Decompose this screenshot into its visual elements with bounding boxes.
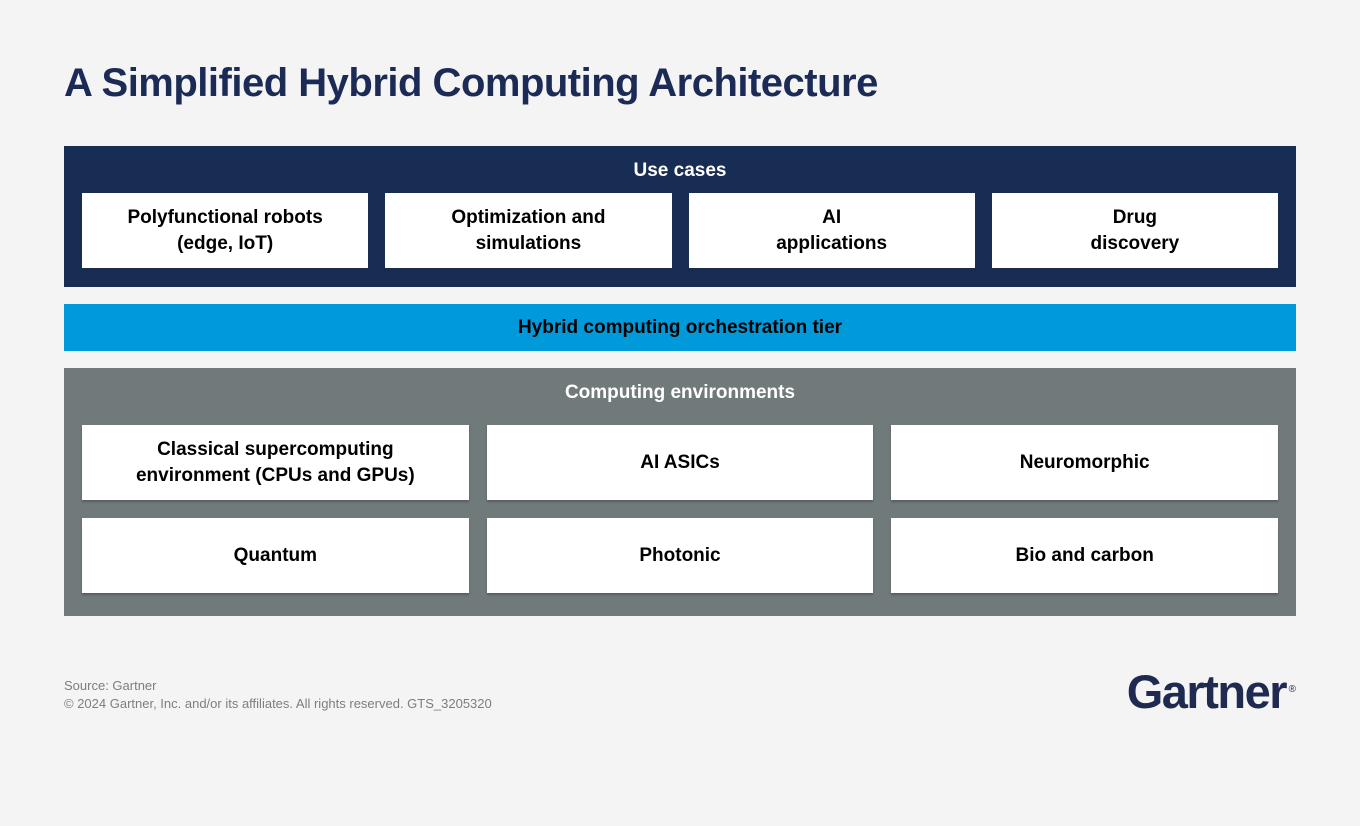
footer-attribution: Source: Gartner © 2024 Gartner, Inc. and… bbox=[64, 677, 492, 712]
source-line: Source: Gartner bbox=[64, 678, 157, 693]
use-case-box-drug-discovery: Drug discovery bbox=[991, 193, 1278, 268]
use-cases-header: Use cases bbox=[633, 160, 727, 181]
environment-box-bio-and-carbon: Bio and carbon bbox=[891, 518, 1279, 593]
copyright-line: © 2024 Gartner, Inc. and/or its affiliat… bbox=[64, 695, 492, 711]
environment-box-ai-asics: AI ASICs bbox=[486, 425, 874, 500]
figure-title: A Simplified Hybrid Computing Architectu… bbox=[64, 61, 878, 105]
environment-box-classical-supercomputing: Classical supercomputing environment (CP… bbox=[82, 425, 469, 500]
gartner-logo: Gartner ® bbox=[1127, 668, 1296, 715]
orchestration-tier-band: Hybrid computing orchestration tier bbox=[64, 304, 1296, 351]
figure-canvas: A Simplified Hybrid Computing Architectu… bbox=[64, 60, 1296, 715]
gartner-logo-text: Gartner bbox=[1126, 665, 1288, 718]
use-cases-band: Use cases Polyfunctional robots (edge, I… bbox=[64, 146, 1296, 287]
figure-footer: Source: Gartner © 2024 Gartner, Inc. and… bbox=[64, 668, 1296, 715]
registered-trademark-icon: ® bbox=[1288, 684, 1296, 695]
use-cases-row: Polyfunctional robots (edge, IoT) Optimi… bbox=[82, 193, 1278, 268]
environment-box-neuromorphic: Neuromorphic bbox=[891, 425, 1279, 500]
computing-environments-header: Computing environments bbox=[564, 382, 796, 403]
computing-environments-band: Computing environments Classical superco… bbox=[64, 368, 1296, 616]
environment-box-quantum: Quantum bbox=[82, 518, 469, 593]
use-case-box-ai-applications: AI applications bbox=[688, 193, 975, 268]
environment-box-photonic: Photonic bbox=[486, 518, 874, 593]
orchestration-tier-label: Hybrid computing orchestration tier bbox=[517, 316, 843, 338]
use-case-box-polyfunctional-robots: Polyfunctional robots (edge, IoT) bbox=[82, 193, 369, 268]
computing-environments-row-1: Classical supercomputing environment (CP… bbox=[82, 425, 1279, 500]
computing-environments-row-2: Quantum Photonic Bio and carbon bbox=[82, 518, 1279, 593]
use-case-box-optimization-simulations: Optimization and simulations bbox=[385, 193, 672, 268]
